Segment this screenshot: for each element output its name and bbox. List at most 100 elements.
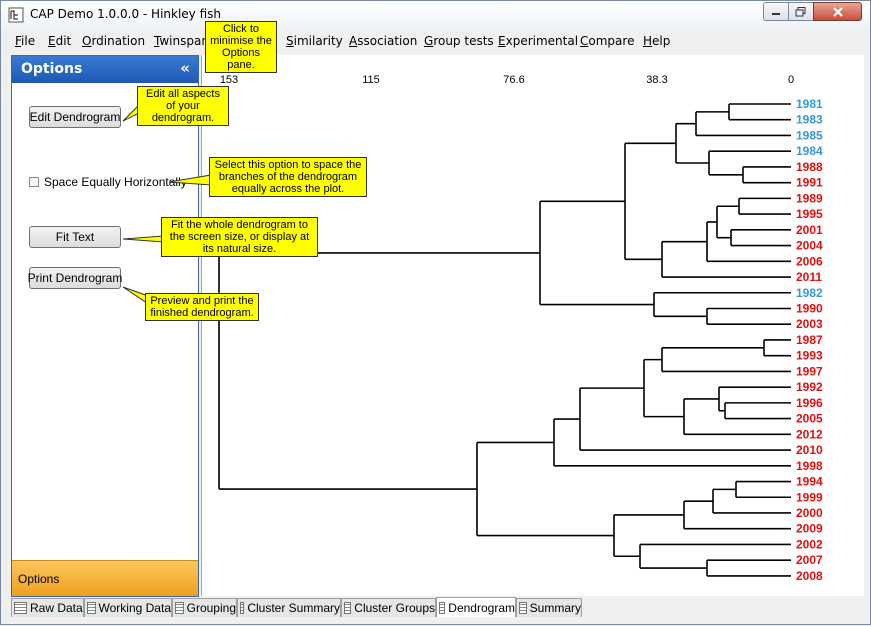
fit-text-button[interactable]: Fit Text xyxy=(29,226,121,248)
menu-label: ssociation xyxy=(357,34,418,48)
tab-label: Cluster Groups xyxy=(354,601,435,615)
leaf-label-2003: 2003 xyxy=(796,317,823,331)
options-footer[interactable]: Options xyxy=(12,560,198,596)
tab-label: Working Data xyxy=(98,601,171,615)
axis-tick-label: 0 xyxy=(788,74,794,86)
minimise-callout: Click to minimise the Options pane. xyxy=(205,21,277,73)
leaf-label-1983: 1983 xyxy=(796,113,823,127)
leaf-label-1989: 1989 xyxy=(796,191,823,205)
menu-mnemonic: C xyxy=(580,34,589,48)
menu-edit[interactable]: Edit xyxy=(48,34,71,48)
menu-twinspan[interactable]: Twinspan xyxy=(154,34,209,48)
space-callout: Select this option to space the branches… xyxy=(209,157,367,197)
menu-mnemonic: E xyxy=(48,34,56,48)
tab-cluster-summary[interactable]: Cluster Summary xyxy=(237,598,341,617)
tab-grouping[interactable]: Grouping xyxy=(172,598,237,617)
leaf-label-1982: 1982 xyxy=(796,286,823,300)
leaf-label-2001: 2001 xyxy=(796,223,823,237)
tab-label: Dendrogram xyxy=(448,600,515,615)
maximize-button[interactable] xyxy=(788,2,814,21)
leaf-label-1987: 1987 xyxy=(796,333,823,347)
leaf-label-1984: 1984 xyxy=(796,144,823,158)
menu-label: xperimental xyxy=(505,34,579,48)
collapse-icon[interactable]: « xyxy=(180,59,190,77)
app-icon xyxy=(8,7,24,23)
menu-help[interactable]: Help xyxy=(643,34,670,48)
space-equally-checkbox[interactable] xyxy=(29,177,39,187)
print-dendrogram-button[interactable]: Print Dendrogram xyxy=(28,267,122,289)
leaf-label-1991: 1991 xyxy=(796,176,823,190)
menu-mnemonic: E xyxy=(498,34,506,48)
leaf-label-1998: 1998 xyxy=(796,459,823,473)
edit-callout-text: Edit all aspects of your dendrogram. xyxy=(146,88,220,124)
edit-callout: Edit all aspects of your dendrogram. xyxy=(137,86,229,126)
title-bar[interactable]: CAP Demo 1.0.0.0 - Hinkley fish xyxy=(1,1,870,29)
dendrogram-plot-area[interactable] xyxy=(201,55,864,596)
space-callout-text: Select this option to space the branches… xyxy=(214,159,362,195)
menu-association[interactable]: Association xyxy=(349,34,417,48)
options-header: Options « xyxy=(12,56,198,83)
leaf-label-1993: 1993 xyxy=(796,349,823,363)
menu-mnemonic: T xyxy=(154,34,160,48)
leaf-label-1999: 1999 xyxy=(796,490,823,504)
leaf-label-1995: 1995 xyxy=(796,207,823,221)
print-callout: Preview and print the finished dendrogra… xyxy=(145,293,259,321)
leaf-label-2007: 2007 xyxy=(796,553,823,567)
edit-dendrogram-button[interactable]: Edit Dendrogram xyxy=(29,106,121,128)
axis-tick-label: 153 xyxy=(220,74,238,86)
minimize-button[interactable] xyxy=(763,2,789,21)
menu-mnemonic: H xyxy=(643,34,653,48)
tab-cluster-groups[interactable]: Cluster Groups xyxy=(341,598,436,617)
leaf-label-1988: 1988 xyxy=(796,160,823,174)
menu-label: rdination xyxy=(91,34,146,48)
leaf-label-2012: 2012 xyxy=(796,427,823,441)
leaf-label-1981: 1981 xyxy=(796,97,823,111)
leaf-label-2002: 2002 xyxy=(796,537,823,551)
tab-dendrogram[interactable]: Dendrogram xyxy=(436,597,516,617)
menu-mnemonic: G xyxy=(424,34,434,48)
window-title: CAP Demo 1.0.0.0 - Hinkley fish xyxy=(30,7,222,21)
options-footer-label: Options xyxy=(18,572,60,586)
menu-label: elp xyxy=(652,34,671,48)
close-button[interactable] xyxy=(813,2,862,21)
menu-label: roup tests xyxy=(433,34,494,48)
space-equally-option[interactable]: Space Equally Horizontally xyxy=(29,175,187,189)
leaf-label-2000: 2000 xyxy=(796,506,823,520)
menu-label: imilarity xyxy=(293,34,343,48)
menu-bar: File Edit Ordination Twinspan Similarity Asso… xyxy=(1,30,870,52)
menu-mnemonic: F xyxy=(15,34,22,48)
tab-label: Summary xyxy=(529,601,581,615)
grid-icon xyxy=(519,602,527,614)
grid-icon xyxy=(344,602,352,614)
tab-summary[interactable]: Summary xyxy=(516,598,582,617)
menu-experimental[interactable]: Experimental xyxy=(498,34,578,48)
leaf-label-2006: 2006 xyxy=(796,254,823,268)
axis-tick-label: 38.3 xyxy=(646,74,667,86)
grid-icon xyxy=(175,602,184,614)
space-equally-label: Space Equally Horizontally xyxy=(44,175,187,189)
leaf-label-1992: 1992 xyxy=(796,380,823,394)
fit-callout-text: Fit the whole dendrogram to the screen s… xyxy=(169,219,310,255)
menu-label: ompare xyxy=(588,34,635,48)
menu-ordination[interactable]: Ordination xyxy=(82,34,145,48)
leaf-label-2005: 2005 xyxy=(796,412,823,426)
leaf-label-1994: 1994 xyxy=(796,475,823,489)
menu-similarity[interactable]: Similarity xyxy=(286,34,343,48)
leaf-label-1990: 1990 xyxy=(796,301,823,315)
leaf-label-2011: 2011 xyxy=(796,270,822,284)
leaf-label-2009: 2009 xyxy=(796,522,823,536)
menu-group-tests[interactable]: Group tests xyxy=(424,34,494,48)
grid-icon xyxy=(439,601,446,614)
tab-raw-data[interactable]: Raw Data xyxy=(11,598,84,617)
menu-compare[interactable]: Compare xyxy=(580,34,634,48)
menu-label: winspan xyxy=(159,34,209,48)
leaf-label-1996: 1996 xyxy=(796,396,823,410)
fit-callout: Fit the whole dendrogram to the screen s… xyxy=(161,217,318,257)
tab-working-data[interactable]: Working Data xyxy=(84,598,172,617)
leaf-label-1985: 1985 xyxy=(796,128,823,142)
menu-label: ile xyxy=(21,34,36,48)
minimise-callout-text: Click to minimise the Options pane. xyxy=(210,23,272,71)
tab-label: Raw Data xyxy=(30,601,83,615)
menu-file[interactable]: File xyxy=(15,34,35,48)
